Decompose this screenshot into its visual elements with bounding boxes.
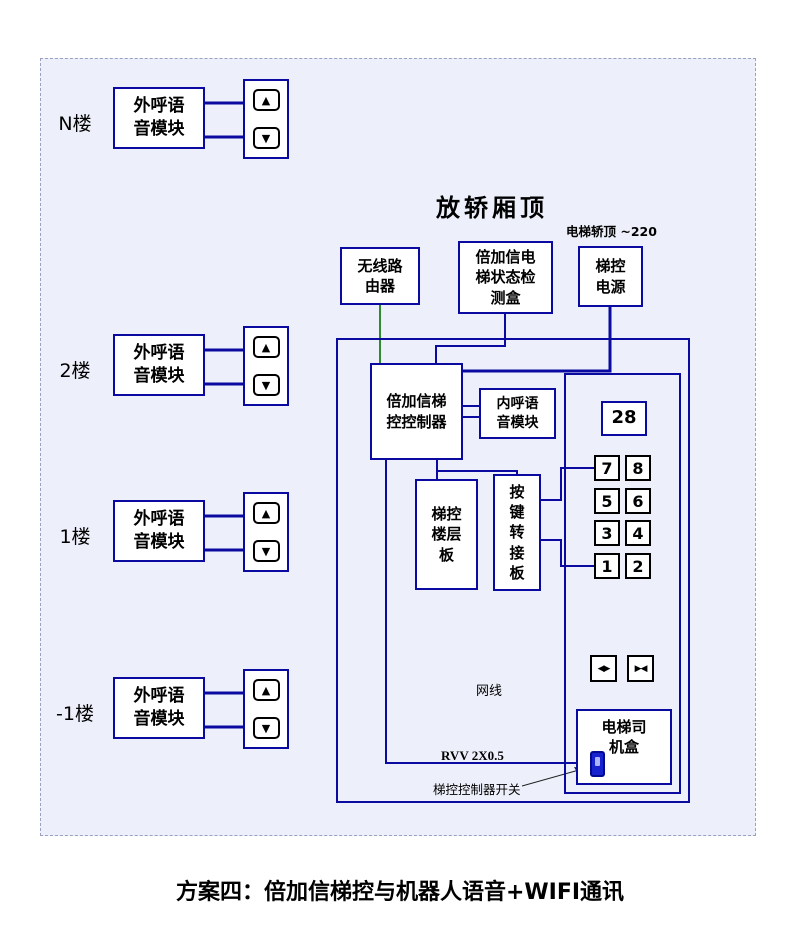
- up-call-button: ▲: [252, 89, 280, 111]
- floor-row-n: N楼 外呼语音模块 ▲ ▼: [0, 79, 300, 159]
- hall-call-button-panel: ▲ ▼: [243, 326, 289, 406]
- floor-row-1: 1楼 外呼语音模块 ▲ ▼: [0, 492, 300, 572]
- status-detector-box: 倍加信电梯状态检测盒: [458, 241, 553, 314]
- floor-button-7: 7: [594, 455, 620, 481]
- control-power-label: 梯控电源: [595, 257, 626, 296]
- hall-call-button-panel: ▲ ▼: [243, 492, 289, 572]
- outcall-voice-module-label: 外呼语音模块: [133, 686, 185, 729]
- incall-voice-module-box: 内呼语音模块: [479, 388, 556, 439]
- floor-button-1: 1: [594, 553, 620, 579]
- wireless-router-box: 无线路由器: [340, 247, 420, 305]
- floor-label: 1楼: [59, 526, 91, 548]
- network-cable-label: 网线: [475, 684, 502, 699]
- controller-switch-slot: [595, 757, 600, 766]
- door-close-button: ▶◀: [627, 655, 654, 682]
- floor-label: N楼: [58, 113, 92, 135]
- floor-button-5: 5: [594, 488, 620, 514]
- hall-call-button-panel: ▲ ▼: [243, 669, 289, 749]
- down-call-button: ▼: [252, 717, 280, 739]
- outcall-voice-module-label: 外呼语音模块: [133, 96, 185, 139]
- ceiling-title: 放轿厢顶: [436, 194, 548, 222]
- car-operating-panel: [564, 373, 681, 794]
- door-open-icon: ◀▶: [597, 663, 611, 674]
- up-call-button: ▲: [252, 502, 280, 524]
- driver-control-box-label: 电梯司机盒: [601, 718, 647, 757]
- elevator-controller-label: 倍加信梯控控制器: [386, 392, 447, 431]
- wireless-router-label: 无线路由器: [357, 256, 403, 295]
- controller-switch: [590, 751, 605, 777]
- floor-button-4: 4: [625, 520, 651, 546]
- floor-button-3: 3: [594, 520, 620, 546]
- key-adapter-label: 按键转接板: [509, 482, 525, 582]
- power-note-label: 电梯轿顶 ~220: [566, 224, 657, 239]
- floor-button-2: 2: [625, 553, 651, 579]
- key-adapter-box: 按键转接板: [493, 474, 541, 591]
- elevator-controller-box: 倍加信梯控控制器: [370, 363, 463, 460]
- driver-control-box: 电梯司机盒: [576, 709, 672, 785]
- outcall-voice-module-box: 外呼语音模块: [113, 334, 205, 396]
- floor-button-6: 6: [625, 488, 651, 514]
- door-open-button: ◀▶: [590, 655, 617, 682]
- down-arrow-icon: ▼: [261, 131, 271, 145]
- floor-display-value: 28: [611, 407, 637, 429]
- down-call-button: ▼: [252, 374, 280, 396]
- down-arrow-icon: ▼: [261, 544, 271, 558]
- down-call-button: ▼: [252, 127, 280, 149]
- incall-voice-module-label: 内呼语音模块: [496, 395, 539, 431]
- outcall-voice-module-label: 外呼语音模块: [133, 509, 185, 552]
- hall-call-button-panel: ▲ ▼: [243, 79, 289, 159]
- down-call-button: ▼: [252, 540, 280, 562]
- outcall-voice-module-box: 外呼语音模块: [113, 87, 205, 149]
- down-arrow-icon: ▼: [261, 378, 271, 392]
- floor-board-label: 梯控楼层板: [431, 505, 462, 564]
- down-arrow-icon: ▼: [261, 721, 271, 735]
- up-arrow-icon: ▲: [261, 506, 271, 520]
- floor-label: 2楼: [59, 360, 91, 382]
- outcall-voice-module-box: 外呼语音模块: [113, 677, 205, 739]
- control-power-box: 梯控电源: [578, 246, 643, 307]
- outcall-voice-module-label: 外呼语音模块: [133, 343, 185, 386]
- floor-button-8: 8: [625, 455, 651, 481]
- floor-label: -1楼: [56, 703, 94, 725]
- floor-row-minus1: -1楼 外呼语音模块 ▲ ▼: [0, 669, 300, 749]
- floor-row-2: 2楼 外呼语音模块 ▲ ▼: [0, 326, 300, 406]
- up-arrow-icon: ▲: [261, 683, 271, 697]
- up-call-button: ▲: [252, 336, 280, 358]
- outcall-voice-module-box: 外呼语音模块: [113, 500, 205, 562]
- floor-board-box: 梯控楼层板: [415, 479, 478, 590]
- diagram-caption: 方案四：倍加信梯控与机器人语音+WIFI通讯: [175, 880, 625, 905]
- up-arrow-icon: ▲: [261, 340, 271, 354]
- floor-display: 28: [601, 401, 647, 436]
- status-detector-label: 倍加信电梯状态检测盒: [475, 248, 536, 307]
- door-close-icon: ▶◀: [634, 663, 648, 674]
- up-call-button: ▲: [252, 679, 280, 701]
- up-arrow-icon: ▲: [261, 93, 271, 107]
- controller-switch-label: 梯控控制器开关: [433, 782, 521, 797]
- rvv-cable-label: RVV 2X0.5: [441, 748, 504, 763]
- car-top-frame: [336, 338, 690, 803]
